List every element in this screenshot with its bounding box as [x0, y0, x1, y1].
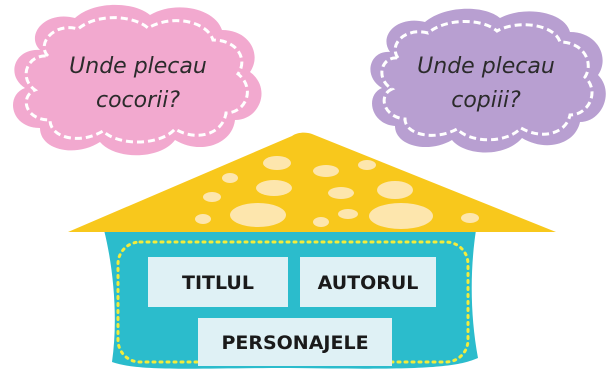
label-box-titlul — [148, 257, 288, 307]
house: TITLUL AUTORUL PERSONAJELE — [104, 230, 478, 369]
roof-hole — [263, 156, 291, 170]
roof-hole — [222, 173, 238, 183]
roof-hole — [328, 187, 354, 199]
roof-hole — [369, 203, 433, 229]
cloud-right-dashed-border — [380, 20, 594, 142]
roof-hole — [358, 160, 376, 170]
label-box-personajele — [198, 318, 392, 366]
cloud-right-line2: copiii? — [451, 88, 521, 113]
roof-hole — [338, 209, 358, 219]
cloud-left-line1: Unde plecau — [69, 54, 207, 79]
roof-hole — [203, 192, 221, 202]
cloud-left-line2: cocorii? — [96, 88, 180, 113]
label-box-autorul — [300, 257, 436, 307]
label-autorul: AUTORUL — [318, 272, 419, 294]
cloud-left: Unde plecau cocorii? — [12, 4, 262, 156]
cloud-left-shape — [12, 4, 262, 156]
roof-hole — [313, 217, 329, 227]
roof-hole — [230, 203, 286, 227]
roof-hole — [256, 180, 292, 196]
roof-hole — [461, 213, 479, 223]
cloud-right-shape — [370, 8, 606, 153]
roof-hole — [377, 181, 413, 199]
cloud-right: Unde plecau copiii? — [370, 8, 606, 153]
roof-shape — [68, 132, 556, 232]
label-titlul: TITLUL — [182, 272, 254, 294]
cloud-right-line1: Unde plecau — [417, 54, 555, 79]
roof — [68, 132, 556, 232]
cloud-left-dashed-border — [24, 16, 249, 144]
roof-hole — [313, 165, 339, 177]
roof-hole — [195, 214, 211, 224]
label-personajele: PERSONAJELE — [221, 332, 368, 354]
